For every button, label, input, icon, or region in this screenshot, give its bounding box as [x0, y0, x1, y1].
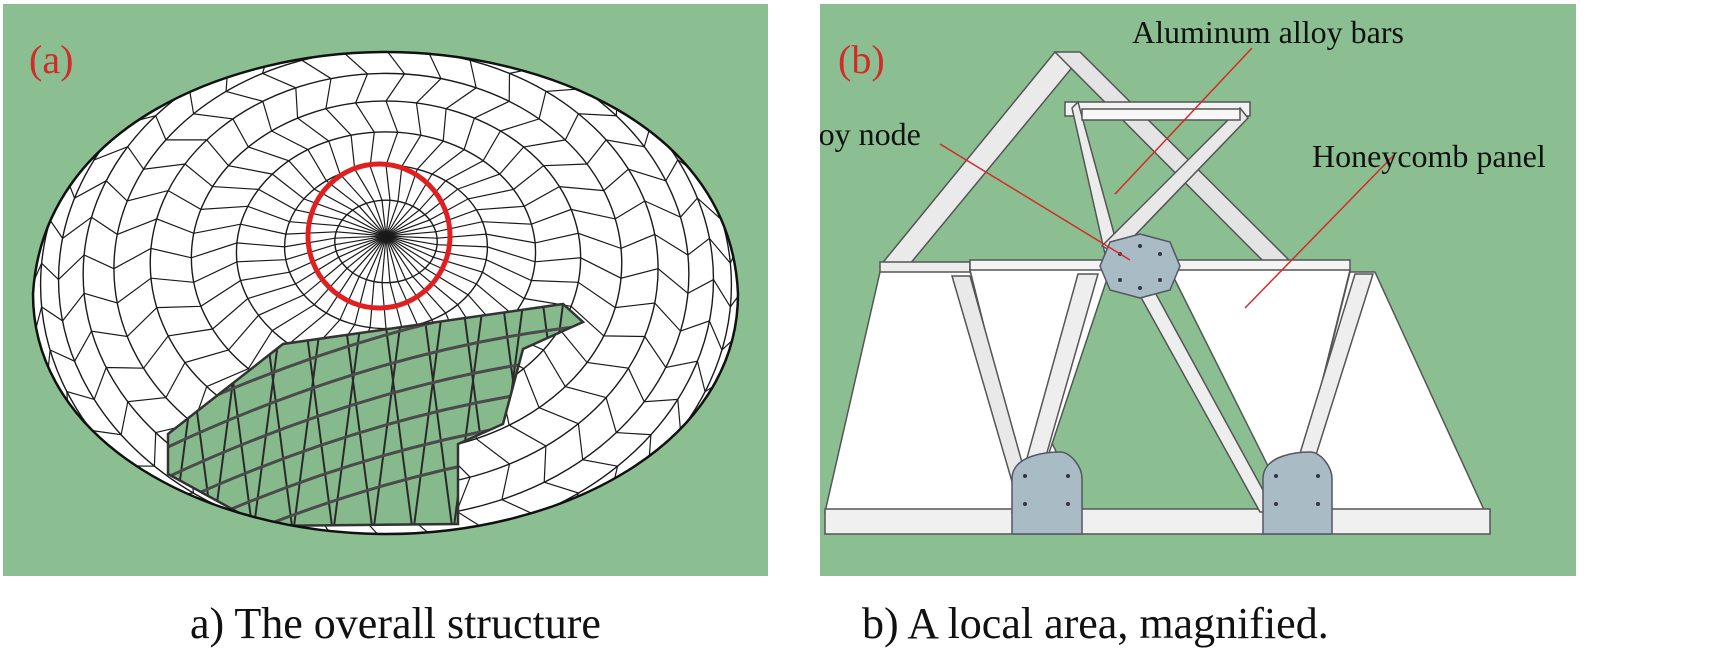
dome-rib — [385, 235, 550, 534]
panel-b-letter: (b) — [838, 37, 885, 82]
label-aluminum-alloy-bars: Aluminum alloy bars — [1132, 14, 1404, 50]
dome-rib — [33, 235, 387, 293]
upper-bars — [878, 51, 1297, 277]
lattice-diagonal — [412, 304, 444, 526]
dome-ring — [39, 52, 733, 534]
panel-a-letter: (a) — [29, 37, 74, 82]
dome-rib — [385, 52, 471, 237]
dome-rib — [52, 235, 387, 423]
panel-magnified-area: (b) Aluminum alloy bars Aluminum alloy n… — [820, 4, 1576, 576]
lattice-chord — [168, 322, 583, 456]
dome-illustration — [31, 50, 740, 536]
dome-rib — [385, 232, 738, 274]
dome-rib — [385, 235, 738, 319]
dome-rib — [385, 235, 738, 364]
dome-rib — [275, 52, 387, 237]
callout-line-bars — [1114, 47, 1253, 195]
dome-rib — [330, 52, 387, 237]
lattice-diagonal — [382, 304, 414, 526]
lattice-diagonal — [342, 304, 374, 526]
local-area-illustration — [824, 47, 1491, 535]
caption-overall-structure: a) The overall structure — [190, 599, 601, 648]
dome-rib — [385, 52, 575, 237]
honeycomb-panels — [824, 259, 1491, 535]
lattice-diagonal — [422, 304, 454, 526]
node-left — [1011, 451, 1083, 535]
callout-line-node — [939, 143, 1131, 261]
lattice-diagonal — [372, 304, 404, 526]
dome-rib — [384, 52, 415, 237]
dome-ring — [334, 199, 438, 284]
label-honeycomb-panel: Honeycomb panel — [1312, 138, 1546, 174]
callout-line-panel — [1244, 153, 1396, 309]
label-aluminum-alloy-node: Aluminum alloy node — [820, 116, 921, 152]
highlight-circle — [305, 161, 453, 311]
lattice-diagonal — [302, 304, 334, 526]
dome-rib — [224, 52, 387, 237]
panel-overall-structure: (a) — [3, 4, 768, 576]
dome-rib — [33, 235, 387, 338]
dome-rib — [35, 235, 387, 381]
dome-rib — [385, 235, 726, 408]
node-right — [1262, 451, 1333, 535]
node-center — [1099, 233, 1181, 299]
caption-magnified-area: b) A local area, magnified. — [862, 599, 1329, 648]
